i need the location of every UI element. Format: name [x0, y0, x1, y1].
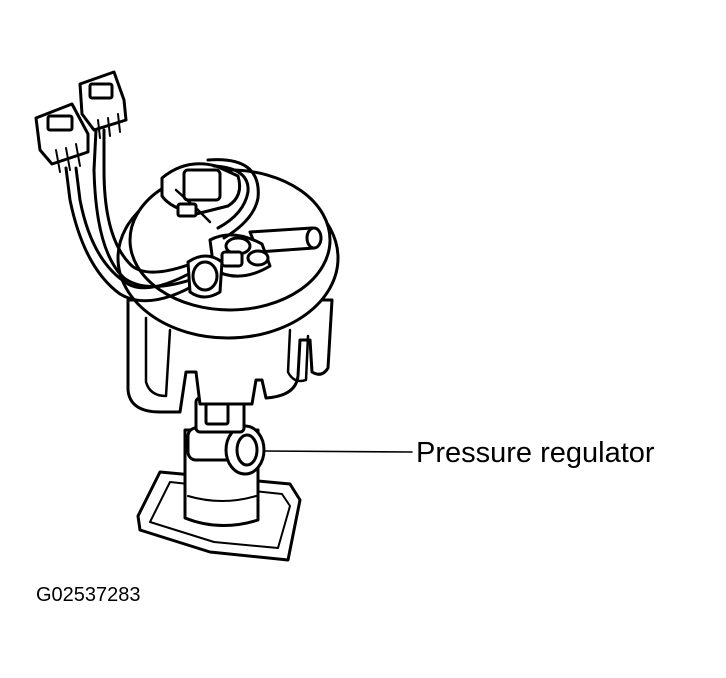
left-connector: [34, 102, 90, 166]
grommet-ring: [191, 260, 219, 292]
stem-block-face: [204, 402, 230, 426]
housing-slot-left: [144, 316, 172, 398]
fitting-nut: [220, 250, 244, 268]
right-connector-latch: [88, 82, 114, 100]
base-plate-inner: [149, 481, 291, 549]
callout-leader-line: [263, 450, 413, 453]
right-connector-pins: [97, 113, 121, 139]
wire-harness-a: [74, 166, 198, 290]
fitting-cap-2: [246, 249, 270, 267]
pressure-regulator-label: Pressure regulator: [416, 437, 655, 469]
pressure-regulator-cap-inner: [235, 433, 259, 467]
figure-id: G02537283: [36, 584, 141, 606]
left-connector-latch: [46, 114, 74, 132]
left-connector-pins: [55, 143, 81, 173]
housing-slot-right: [286, 328, 310, 383]
wire-harness-d: [92, 128, 204, 288]
wire-loop-top: [212, 164, 250, 230]
connector-tab: [176, 202, 198, 218]
outlet-pipe-end: [305, 226, 323, 250]
wire-harness-b: [64, 166, 202, 303]
wire-harness-c: [102, 128, 198, 274]
wire-loop-top-2: [206, 158, 260, 240]
tube-lower-edge: [187, 495, 257, 502]
top-connector-plug: [182, 168, 222, 202]
